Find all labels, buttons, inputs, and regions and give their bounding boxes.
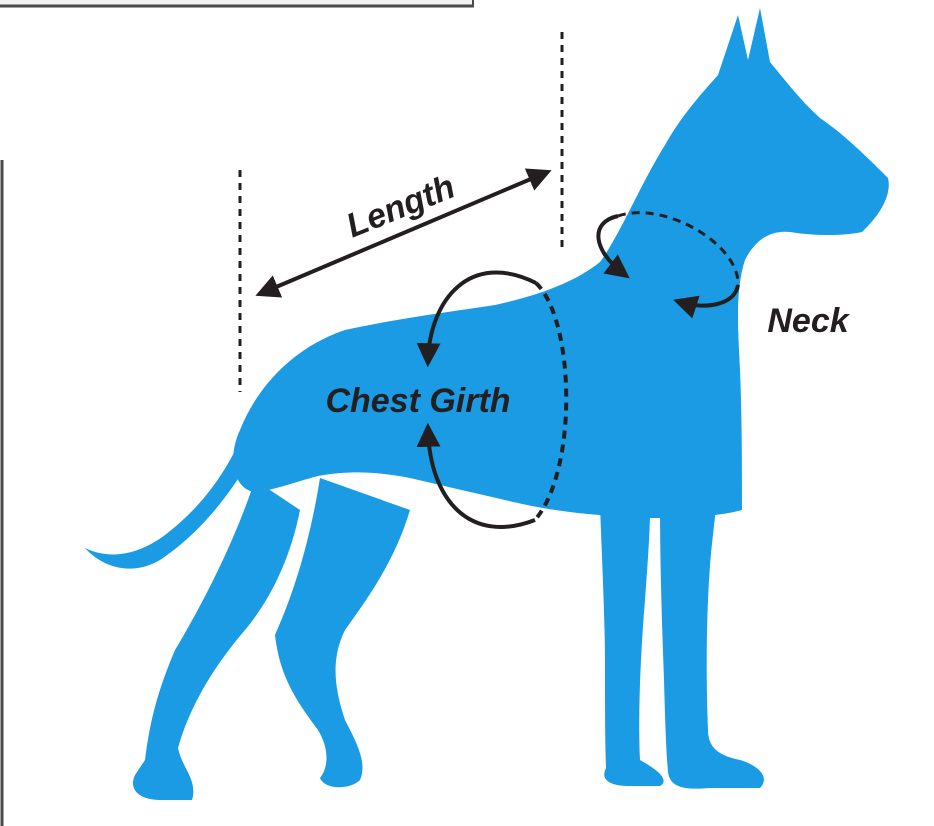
neck-label: Neck [767,302,850,340]
chest-girth-label: Chest Girth [325,382,510,420]
length-arrow [255,168,552,298]
neck-arc-front [596,214,630,279]
neck-arc-return [673,284,740,319]
dog-back-leg-left [132,480,300,800]
dog-front-leg-left [600,505,664,786]
chest-girth-arc-bottom [416,422,536,529]
dog-front-leg-right [660,505,764,789]
neck-arc-back [617,211,740,286]
top-frame-fill [0,0,474,6]
dog-back-leg-right [275,478,410,788]
dog-body-shape [233,8,889,518]
dog-tail-shape [85,445,250,569]
chest-girth-arc-top [416,270,537,368]
dog-silhouette [85,8,889,800]
